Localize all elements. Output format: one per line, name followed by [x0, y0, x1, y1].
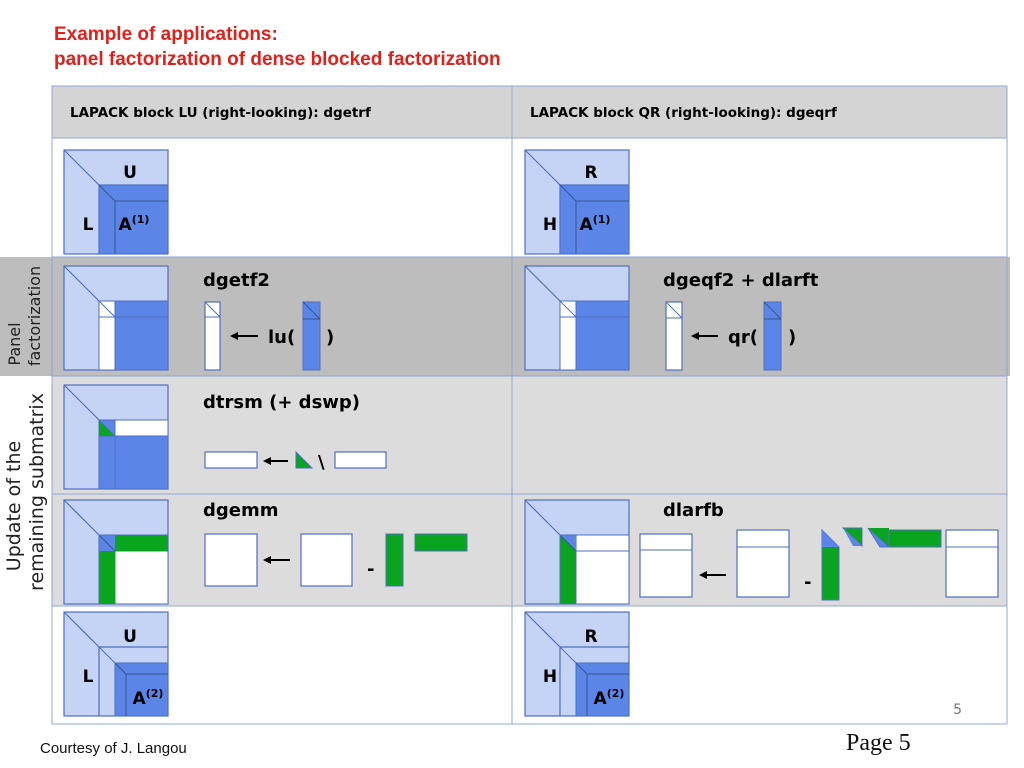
lu-panel-equation: lu( )	[204, 301, 334, 371]
lu-column-header: LAPACK block LU (right-looking): dgetrf	[70, 105, 371, 121]
lu-result-matrix: U L A(2)	[63, 611, 169, 717]
a2-label: A(2)	[133, 687, 164, 709]
slide-title: Example of applications: panel factoriza…	[54, 22, 501, 72]
lu-trsm-equation: \	[204, 450, 387, 473]
header-row-bg	[52, 86, 1007, 138]
lu-gemm-matrix	[63, 499, 169, 605]
credit-text: Courtesy of J. Langou	[40, 740, 187, 757]
svg-text:\: \	[318, 452, 325, 473]
title-line-2: panel factorization of dense blocked fac…	[54, 49, 501, 70]
slide-number: 5	[953, 702, 962, 718]
r-label: R	[584, 163, 597, 183]
a1-label: A(1)	[580, 213, 611, 235]
update-submatrix-label: Update of the remaining submatrix	[3, 393, 48, 591]
svg-text:): )	[326, 327, 334, 348]
qr-dlarfb-equation: -	[639, 527, 999, 601]
page-label: Page 5	[846, 730, 911, 756]
a1-label: A(1)	[119, 213, 150, 235]
svg-text:Update of the: Update of the	[3, 441, 25, 571]
dgeqf2-label: dgeqf2 + dlarft	[663, 270, 819, 291]
dgemm-label: dgemm	[203, 500, 279, 521]
qr-initial-matrix: R H A(1)	[524, 149, 630, 255]
qr-result-matrix: R H A(2)	[524, 611, 630, 717]
r-label: R	[584, 627, 597, 647]
svg-text:-: -	[367, 559, 374, 580]
dgetf2-label: dgetf2	[203, 270, 270, 291]
panel-factorization-label: Panel factorization	[5, 266, 44, 366]
svg-text:-: -	[804, 572, 811, 593]
qr-column-header: LAPACK block QR (right-looking): dgeqrf	[530, 105, 837, 121]
h-label: H	[543, 667, 557, 687]
lu-gemm-equation: -	[204, 533, 468, 587]
u-label: U	[123, 163, 137, 183]
lu-panel-matrix	[63, 265, 169, 371]
a2-label: A(2)	[594, 687, 625, 709]
svg-text:): )	[788, 327, 796, 348]
lu-trsm-matrix	[63, 384, 169, 490]
qr-panel-equation: qr( )	[665, 301, 796, 371]
qr-panel-matrix	[524, 265, 630, 371]
qr-function: qr(	[728, 327, 758, 348]
svg-text:remaining submatrix: remaining submatrix	[26, 393, 48, 591]
svg-text:factorization: factorization	[25, 266, 44, 366]
table-grid	[51, 85, 1008, 725]
u-label: U	[123, 627, 137, 647]
dlarfb-label: dlarfb	[663, 500, 724, 521]
lu-function: lu(	[268, 327, 295, 348]
qr-dlarfb-matrix	[524, 499, 630, 605]
lu-initial-matrix: U L A(1)	[63, 149, 169, 255]
svg-text:Panel: Panel	[5, 322, 24, 365]
dtrsm-label: dtrsm (+ dswp)	[203, 392, 360, 413]
h-label: H	[543, 215, 557, 235]
title-line-1: Example of applications:	[54, 24, 278, 45]
l-label: L	[83, 667, 94, 687]
l-label: L	[83, 215, 94, 235]
